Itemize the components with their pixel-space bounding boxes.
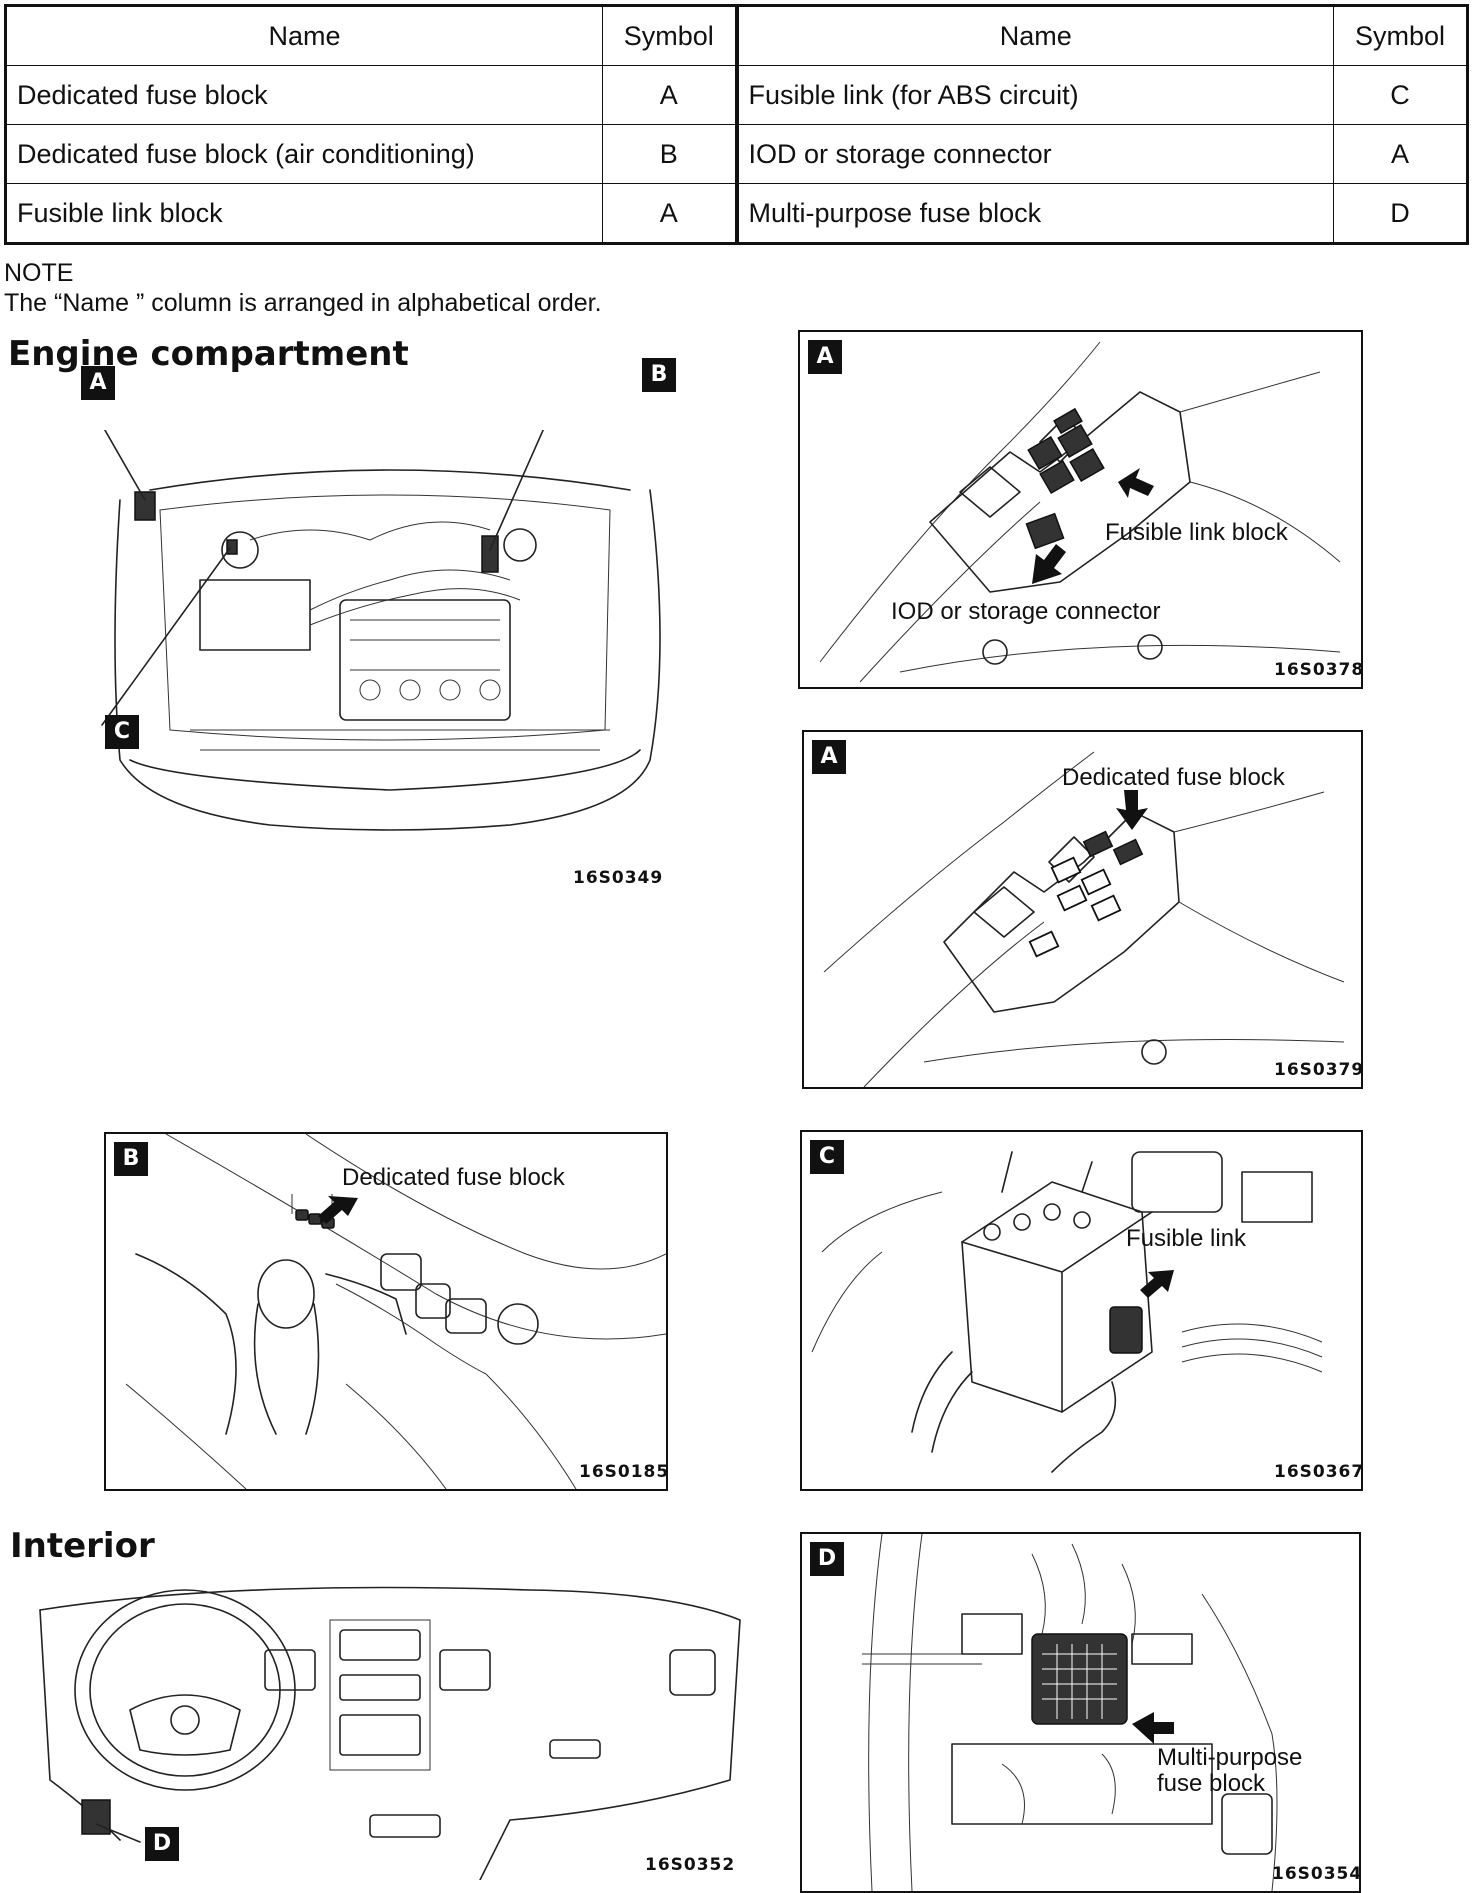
component-index-table: Name Symbol Name Symbol Dedicated fuse b… [4, 4, 1469, 245]
callout-dedicated-fuse-block: Dedicated fuse block [1062, 764, 1285, 791]
cell-symbol: A [602, 183, 739, 244]
table-row: Dedicated fuse block A Fusible link (for… [5, 65, 1468, 125]
detail-panel-d-multi-purpose-fuse: D Multi-purpose fuse block 16S0354 [800, 1532, 1361, 1893]
hotspot-d [81, 1799, 111, 1835]
panel-badge: D [810, 1542, 844, 1576]
header-symbol-left: Symbol [602, 5, 739, 66]
panel-badge: A [808, 340, 842, 374]
figure-code: 16S0379 [1274, 1060, 1363, 1080]
callout-fusible-link-block: Fusible link block [1105, 519, 1288, 546]
section-title-engine: Engine compartment [8, 334, 409, 374]
figure-code: 16S0185 [579, 1462, 668, 1482]
cell-name: Multi-purpose fuse block [736, 183, 1334, 244]
hotspot-a [134, 491, 156, 521]
header-name-right: Name [736, 5, 1334, 66]
panel-badge: A [812, 740, 846, 774]
table-row: Dedicated fuse block (air conditioning) … [5, 124, 1468, 184]
figure-code: 16S0378 [1274, 660, 1363, 680]
header-symbol-right: Symbol [1333, 5, 1468, 66]
detail-panel-a-dedicated-fuse: A Dedicated fuse block 16S0379 [802, 730, 1363, 1089]
cell-symbol: A [1333, 124, 1468, 184]
section-title-interior: Interior [10, 1526, 155, 1566]
header-name-left: Name [5, 5, 603, 66]
table-header-row: Name Symbol Name Symbol [5, 5, 1468, 66]
cell-name: IOD or storage connector [736, 124, 1334, 184]
note-block: NOTE The “Name ” column is arranged in a… [4, 258, 602, 318]
panel-b-illustration [125, 1134, 666, 1489]
overview-label-a: A [81, 366, 115, 400]
overview-label-c: C [105, 715, 139, 749]
cell-symbol: A [602, 65, 739, 125]
callout-multi-purpose-line2: fuse block [1157, 1770, 1266, 1797]
overview-label-d: D [145, 1827, 179, 1861]
panel-a-illustration [819, 341, 1341, 683]
cell-symbol: C [1333, 65, 1468, 125]
table-row: Fusible link block A Multi-purpose fuse … [5, 183, 1468, 244]
detail-panel-c-fusible-link: C Fusible link 16S0367 [800, 1130, 1363, 1491]
cell-name: Dedicated fuse block (air conditioning) [5, 124, 603, 184]
callout-fusible-link: Fusible link [1126, 1225, 1247, 1252]
note-text: The “Name ” column is arranged in alphab… [4, 289, 602, 317]
panel-badge: B [114, 1142, 148, 1176]
panel-a2-illustration [823, 751, 1345, 1087]
panel-d-illustration [862, 1534, 1278, 1891]
figure-code: 16S0367 [1274, 1462, 1363, 1482]
callout-multi-purpose-line1: Multi-purpose [1157, 1744, 1303, 1771]
engine-compartment-illustration [97, 409, 661, 831]
hotspot-b [481, 535, 499, 573]
cell-name: Fusible link block [5, 183, 603, 244]
figure-code: 16S0349 [573, 868, 664, 888]
panel-badge: C [810, 1140, 844, 1174]
panel-c-illustration [811, 1151, 1323, 1473]
engine-compartment-figure: A B C 16S0349 [81, 358, 690, 900]
interior-dashboard-figure: D 16S0352 [30, 1580, 750, 1881]
callout-dedicated-fuse-block: Dedicated fuse block [342, 1164, 565, 1191]
figure-code: 16S0354 [1272, 1864, 1361, 1884]
cell-symbol: B [602, 124, 739, 184]
hotspot-c [226, 539, 238, 555]
cell-name: Fusible link (for ABS circuit) [736, 65, 1334, 125]
overview-label-b: B [642, 358, 676, 392]
note-heading: NOTE [4, 259, 74, 287]
figure-code: 16S0352 [645, 1855, 736, 1875]
dashboard-illustration [39, 1586, 741, 1881]
detail-panel-a-fusible-link: A Fusible link block IOD or storage conn… [798, 330, 1363, 689]
cell-name: Dedicated fuse block [5, 65, 603, 125]
callout-iod-connector: IOD or storage connector [891, 598, 1161, 625]
detail-panel-b-dedicated-fuse: B Dedicated fuse block 16S0185 [104, 1132, 668, 1491]
cell-symbol: D [1333, 183, 1468, 244]
